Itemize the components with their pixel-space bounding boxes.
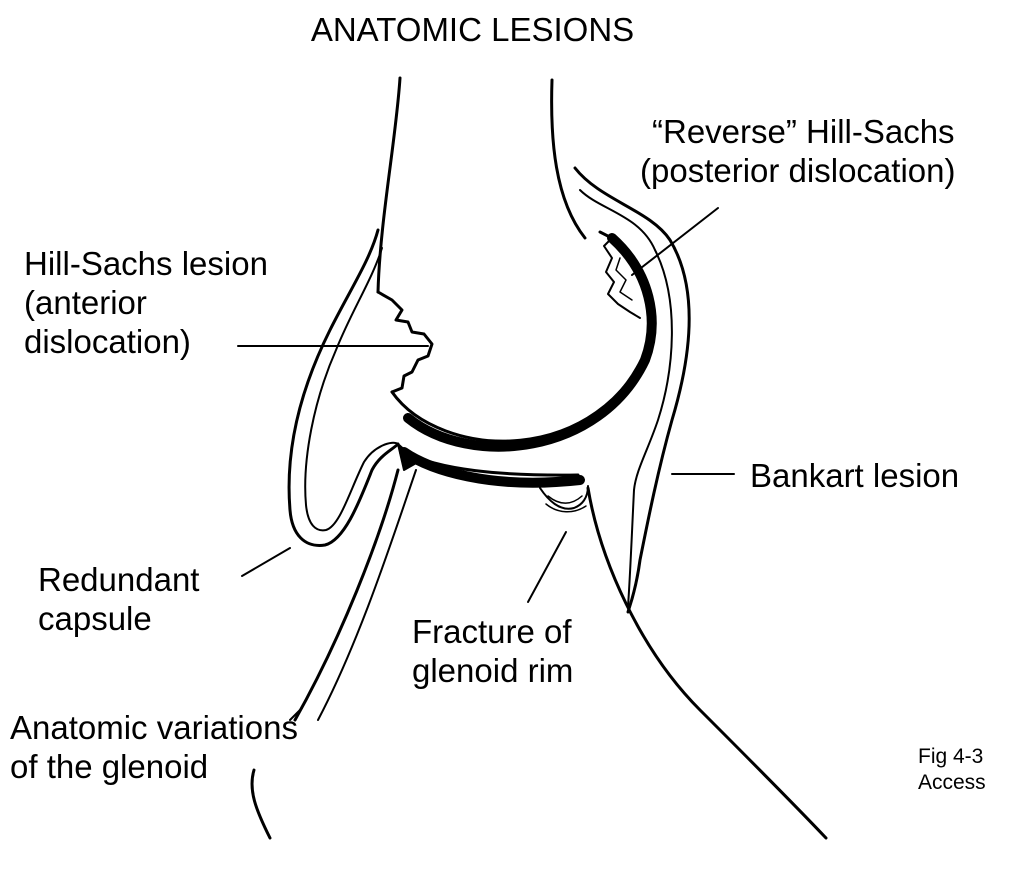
humeral-head-outline <box>392 232 654 441</box>
figure-caption-line1: Fig 4-3 <box>918 744 986 770</box>
scapula-anterior-edge <box>295 470 398 720</box>
label-anatomic-variations: Anatomic variations of the glenoid <box>10 708 298 786</box>
label-anatomic-variations-line2: of the glenoid <box>10 747 298 786</box>
humeral-head-cartilage <box>408 238 652 447</box>
leader-fracture-glenoid-rim <box>528 532 566 602</box>
label-bankart: Bankart lesion <box>750 456 959 495</box>
label-hill-sachs-line3: dislocation) <box>24 322 268 361</box>
scapula-anterior-variation <box>318 470 416 720</box>
label-hill-sachs: Hill-Sachs lesion (anterior dislocation) <box>24 244 268 361</box>
scapula-posterior-edge <box>588 488 826 838</box>
humerus-shaft-right-edge <box>552 80 585 238</box>
figure-caption: Fig 4-3 Access <box>918 744 986 796</box>
label-redundant-capsule-line1: Redundant <box>38 560 199 599</box>
label-redundant-capsule-line2: capsule <box>38 599 199 638</box>
label-reverse-hill-sachs-line2: (posterior dislocation) <box>640 151 955 190</box>
figure-caption-line2: Access <box>918 770 986 796</box>
label-anatomic-variations-line1: Anatomic variations <box>10 708 298 747</box>
label-fracture-glenoid-rim-line2: glenoid rim <box>412 651 573 690</box>
hill-sachs-notch-outline <box>378 292 432 392</box>
label-reverse-hill-sachs: “Reverse” Hill-Sachs (posterior dislocat… <box>652 112 955 190</box>
humerus-shaft-left-edge <box>378 78 400 292</box>
label-hill-sachs-line2: (anterior <box>24 283 268 322</box>
label-reverse-hill-sachs-line1: “Reverse” Hill-Sachs <box>652 112 955 151</box>
leader-redundant-capsule <box>242 548 290 576</box>
label-fracture-glenoid-rim-line1: Fracture of <box>412 612 573 651</box>
label-fracture-glenoid-rim: Fracture of glenoid rim <box>412 612 573 690</box>
label-redundant-capsule: Redundant capsule <box>38 560 199 638</box>
label-hill-sachs-line1: Hill-Sachs lesion <box>24 244 268 283</box>
glenoid-cartilage <box>404 452 580 483</box>
diagram-title: ANATOMIC LESIONS <box>0 10 945 49</box>
